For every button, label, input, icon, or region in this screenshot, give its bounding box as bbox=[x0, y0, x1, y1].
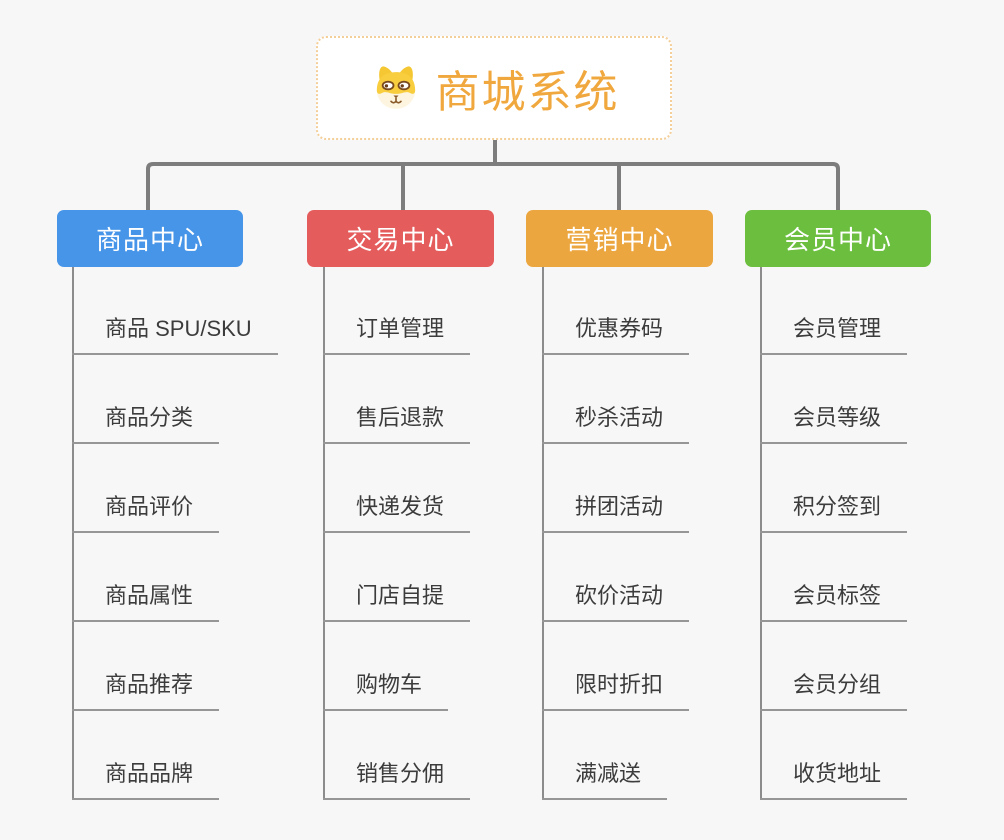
leaf-node-bargain-activity[interactable]: 砍价活动 bbox=[542, 581, 690, 622]
leaf-node-full-reduction[interactable]: 满减送 bbox=[542, 759, 668, 800]
leaf-node-coupon-code[interactable]: 优惠券码 bbox=[542, 314, 690, 355]
leaf-node-sales-commission[interactable]: 销售分佣 bbox=[323, 759, 471, 800]
leaf-node-store-pickup[interactable]: 门店自提 bbox=[323, 581, 471, 622]
leaf-node-shopping-cart[interactable]: 购物车 bbox=[323, 670, 449, 711]
leaf-node-member-tag[interactable]: 会员标签 bbox=[760, 581, 908, 622]
branch-trunk-line bbox=[760, 267, 762, 800]
leaf-node-shipping-address[interactable]: 收货地址 bbox=[760, 759, 908, 800]
leaf-node-member-management[interactable]: 会员管理 bbox=[760, 314, 908, 355]
branch-node-product-center[interactable]: 商品中心 bbox=[57, 210, 243, 267]
root-node-title: 商城系统 bbox=[435, 68, 620, 117]
leaf-node-product-spu-sku[interactable]: 商品 SPU/SKU bbox=[72, 314, 278, 355]
root-node-mall-system[interactable]: 商城系统 bbox=[316, 36, 672, 140]
leaf-node-order-management[interactable]: 订单管理 bbox=[323, 314, 471, 355]
leaf-node-product-brand[interactable]: 商品品牌 bbox=[72, 759, 220, 800]
shiba-dog-face-icon bbox=[376, 66, 415, 109]
leaf-node-group-buy[interactable]: 拼团活动 bbox=[542, 492, 690, 533]
branch-node-marketing-center[interactable]: 营销中心 bbox=[526, 210, 713, 267]
leaf-node-points-checkin[interactable]: 积分签到 bbox=[760, 492, 908, 533]
leaf-node-after-sale-refund[interactable]: 售后退款 bbox=[323, 403, 471, 444]
leaf-node-member-group[interactable]: 会员分组 bbox=[760, 670, 908, 711]
branch-trunk-line bbox=[72, 267, 74, 800]
branch-trunk-line bbox=[542, 267, 544, 800]
branch-rail-line bbox=[146, 162, 840, 210]
leaf-node-limited-time-discount[interactable]: 限时折扣 bbox=[542, 670, 690, 711]
leaf-node-product-review[interactable]: 商品评价 bbox=[72, 492, 220, 533]
leaf-node-product-category[interactable]: 商品分类 bbox=[72, 403, 220, 444]
branch-trunk-line bbox=[323, 267, 325, 800]
leaf-node-express-delivery[interactable]: 快递发货 bbox=[323, 492, 471, 533]
leaf-node-member-level[interactable]: 会员等级 bbox=[760, 403, 908, 444]
branch-node-trade-center[interactable]: 交易中心 bbox=[307, 210, 494, 267]
leaf-node-flash-sale[interactable]: 秒杀活动 bbox=[542, 403, 690, 444]
leaf-node-product-recommend[interactable]: 商品推荐 bbox=[72, 670, 220, 711]
root-branch-connectors bbox=[146, 140, 840, 210]
leaf-node-product-attribute[interactable]: 商品属性 bbox=[72, 581, 220, 622]
branch-node-member-center[interactable]: 会员中心 bbox=[745, 210, 931, 267]
